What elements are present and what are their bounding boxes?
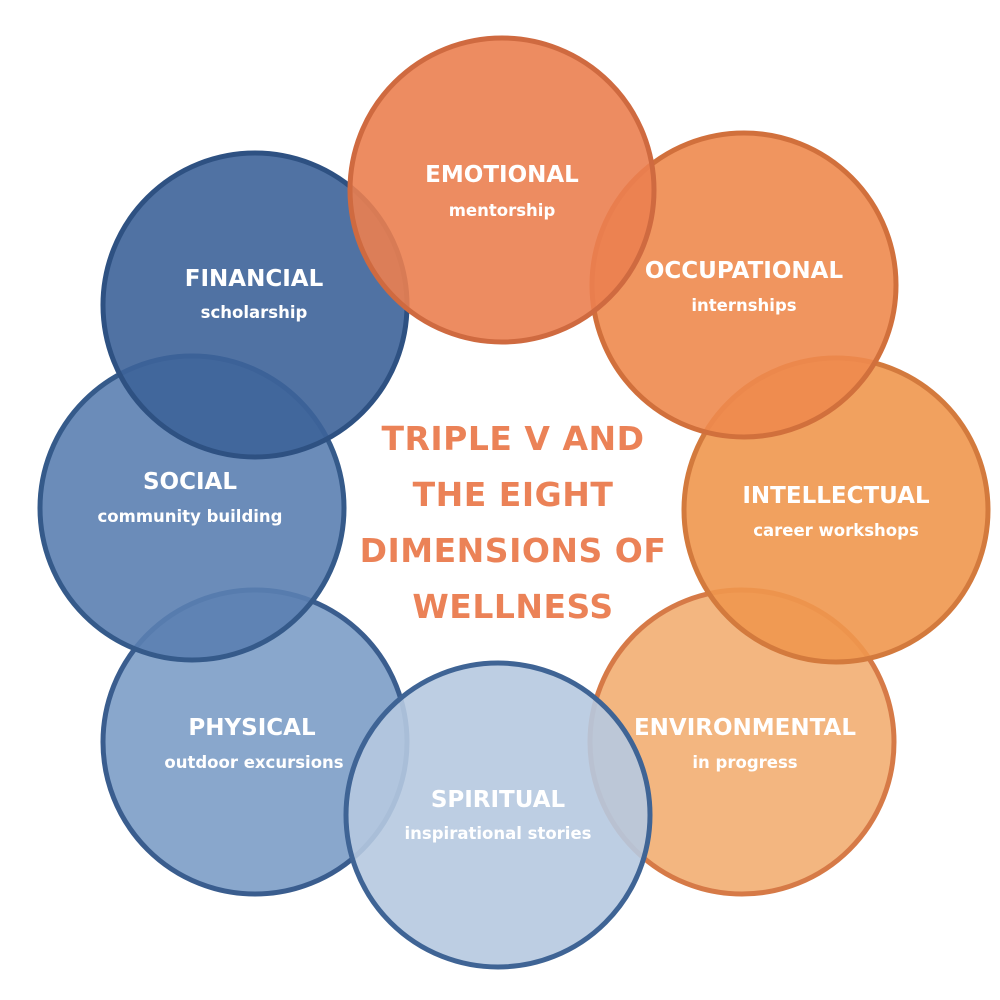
- activity-intellectual: career workshops: [753, 521, 919, 540]
- label-environmental: ENVIRONMENTAL: [634, 715, 856, 741]
- circle-emotional: [347, 35, 657, 345]
- circle-spiritual: [343, 660, 653, 970]
- label-emotional: EMOTIONAL: [425, 162, 579, 188]
- label-physical: PHYSICAL: [188, 715, 316, 741]
- center-title-line-1: TRIPLE V AND: [381, 419, 644, 458]
- label-social: SOCIAL: [143, 469, 237, 495]
- activity-emotional: mentorship: [449, 201, 556, 220]
- center-title-line-2: THE EIGHT: [413, 475, 614, 514]
- center-title-line-3: DIMENSIONS OF: [360, 531, 667, 570]
- label-occupational: OCCUPATIONAL: [645, 258, 844, 284]
- circle-spiritual-group: [343, 660, 653, 970]
- label-intellectual: INTELLECTUAL: [742, 483, 930, 509]
- circle-emotional-group: [347, 35, 657, 345]
- label-financial: FINANCIAL: [185, 266, 324, 292]
- activity-physical: outdoor excursions: [164, 753, 343, 772]
- activity-social: community building: [98, 507, 283, 526]
- activity-environmental: in progress: [692, 753, 797, 772]
- activity-spiritual: inspirational stories: [405, 824, 592, 843]
- activity-financial: scholarship: [201, 303, 308, 322]
- center-title-line-4: WELLNESS: [412, 587, 613, 626]
- label-spiritual: SPIRITUAL: [431, 787, 566, 813]
- activity-occupational: internships: [691, 296, 796, 315]
